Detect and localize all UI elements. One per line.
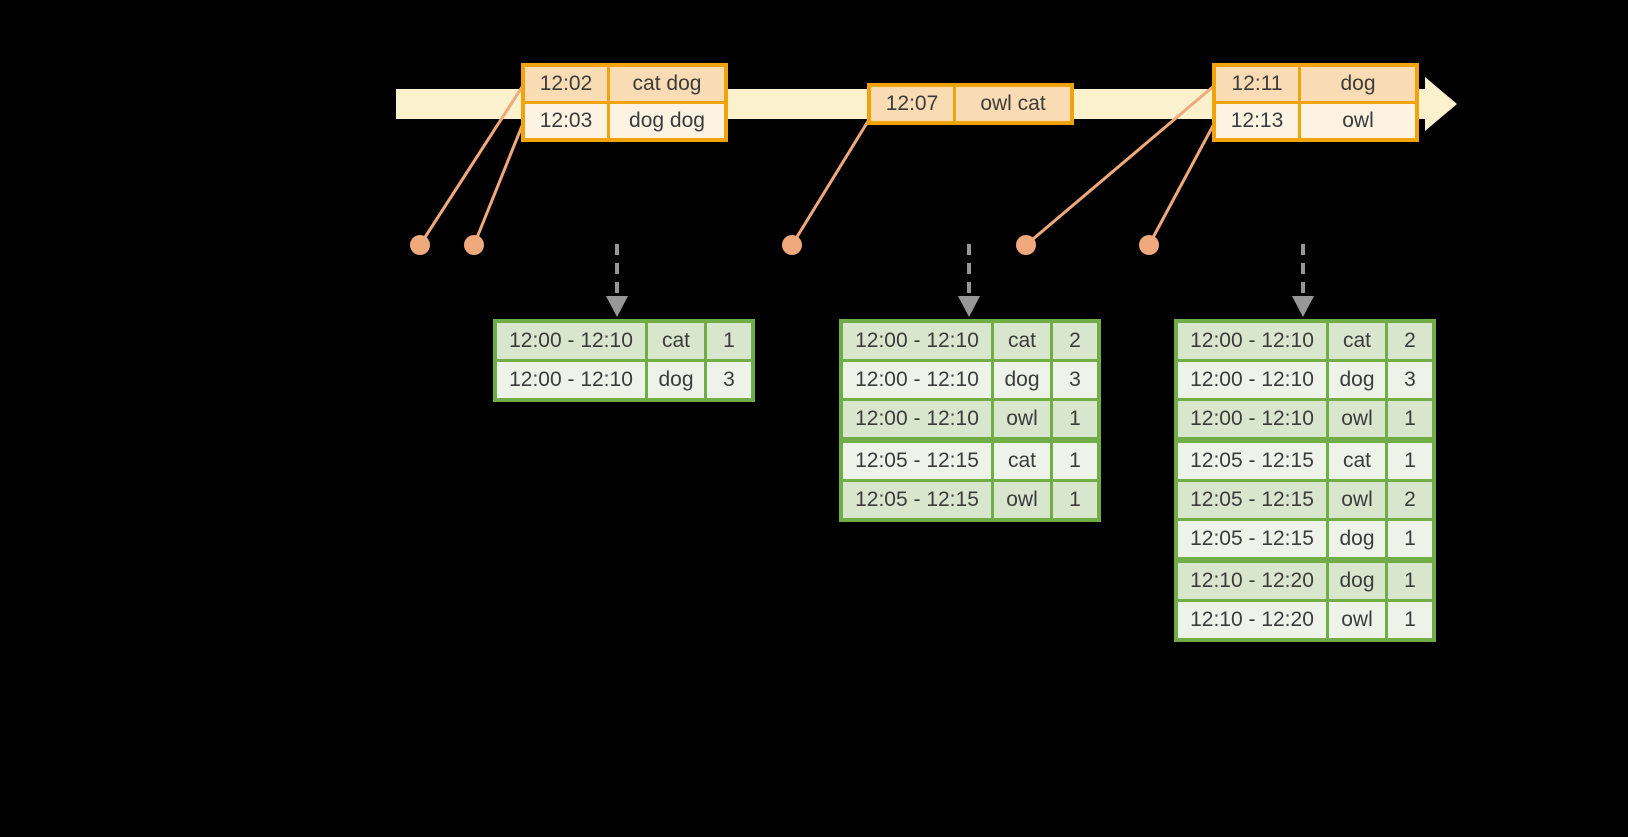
- count-cell: 3: [704, 359, 755, 402]
- window-cell: 12:10 - 12:20: [1174, 599, 1329, 642]
- event-dot: [1016, 235, 1036, 255]
- window-cell: 12:05 - 12:15: [839, 479, 994, 522]
- window-cell: 12:00 - 12:10: [493, 359, 648, 402]
- word-cell: dog: [645, 359, 707, 402]
- word-cell: dog: [1326, 359, 1388, 401]
- words-cell: owl: [1298, 101, 1419, 142]
- window-cell: 12:00 - 12:10: [839, 319, 994, 362]
- count-cell: 3: [1385, 359, 1436, 401]
- word-cell: cat: [1326, 437, 1388, 482]
- words-cell: cat dog: [607, 63, 728, 104]
- word-cell: cat: [991, 319, 1053, 362]
- time-cell: 12:11: [1212, 63, 1301, 104]
- word-cell: owl: [991, 479, 1053, 522]
- count-cell: 1: [704, 319, 755, 362]
- words-cell: owl cat: [953, 83, 1074, 125]
- count-cell: 1: [1385, 437, 1436, 482]
- event-dot: [782, 235, 802, 255]
- window-cell: 12:00 - 12:10: [1174, 319, 1329, 362]
- count-cell: 1: [1385, 518, 1436, 562]
- count-cell: 2: [1385, 479, 1436, 521]
- down-arrow-icon: [1292, 296, 1314, 317]
- time-cell: 12:02: [521, 63, 610, 104]
- word-cell: cat: [991, 437, 1053, 482]
- window-cell: 12:05 - 12:15: [1174, 518, 1329, 562]
- down-arrow-icon: [606, 296, 628, 317]
- word-cell: owl: [1326, 599, 1388, 642]
- count-cell: 1: [1050, 398, 1101, 442]
- event-dot: [1139, 235, 1159, 255]
- word-cell: owl: [1326, 479, 1388, 521]
- window-cell: 12:00 - 12:10: [493, 319, 648, 362]
- event-dot: [464, 235, 484, 255]
- connector-line: [1025, 83, 1216, 247]
- words-cell: dog dog: [607, 101, 728, 142]
- window-cell: 12:00 - 12:10: [1174, 398, 1329, 442]
- word-cell: dog: [991, 359, 1053, 401]
- time-cell: 12:03: [521, 101, 610, 142]
- connector-line: [472, 120, 526, 246]
- window-cell: 12:00 - 12:10: [839, 359, 994, 401]
- word-cell: cat: [1326, 319, 1388, 362]
- count-cell: 1: [1385, 398, 1436, 442]
- count-cell: 3: [1050, 359, 1101, 401]
- word-cell: dog: [1326, 518, 1388, 562]
- time-cell: 12:07: [867, 83, 956, 125]
- timeline-arrowhead-icon: [1425, 77, 1457, 131]
- window-cell: 12:05 - 12:15: [1174, 479, 1329, 521]
- word-cell: owl: [1326, 398, 1388, 442]
- word-cell: owl: [991, 398, 1053, 442]
- event-dot: [410, 235, 430, 255]
- connector-line: [418, 83, 526, 246]
- window-cell: 12:00 - 12:10: [839, 398, 994, 442]
- count-cell: 1: [1050, 479, 1101, 522]
- connector-line: [790, 117, 872, 246]
- down-arrow-icon: [958, 296, 980, 317]
- window-cell: 12:10 - 12:20: [1174, 557, 1329, 602]
- count-cell: 1: [1385, 557, 1436, 602]
- connector-line: [1147, 121, 1217, 246]
- count-cell: 2: [1385, 319, 1436, 362]
- count-cell: 1: [1385, 599, 1436, 642]
- words-cell: dog: [1298, 63, 1419, 104]
- word-cell: dog: [1326, 557, 1388, 602]
- count-cell: 1: [1050, 437, 1101, 482]
- window-cell: 12:05 - 12:15: [1174, 437, 1329, 482]
- window-cell: 12:00 - 12:10: [1174, 359, 1329, 401]
- count-cell: 2: [1050, 319, 1101, 362]
- word-cell: cat: [645, 319, 707, 362]
- time-cell: 12:13: [1212, 101, 1301, 142]
- window-cell: 12:05 - 12:15: [839, 437, 994, 482]
